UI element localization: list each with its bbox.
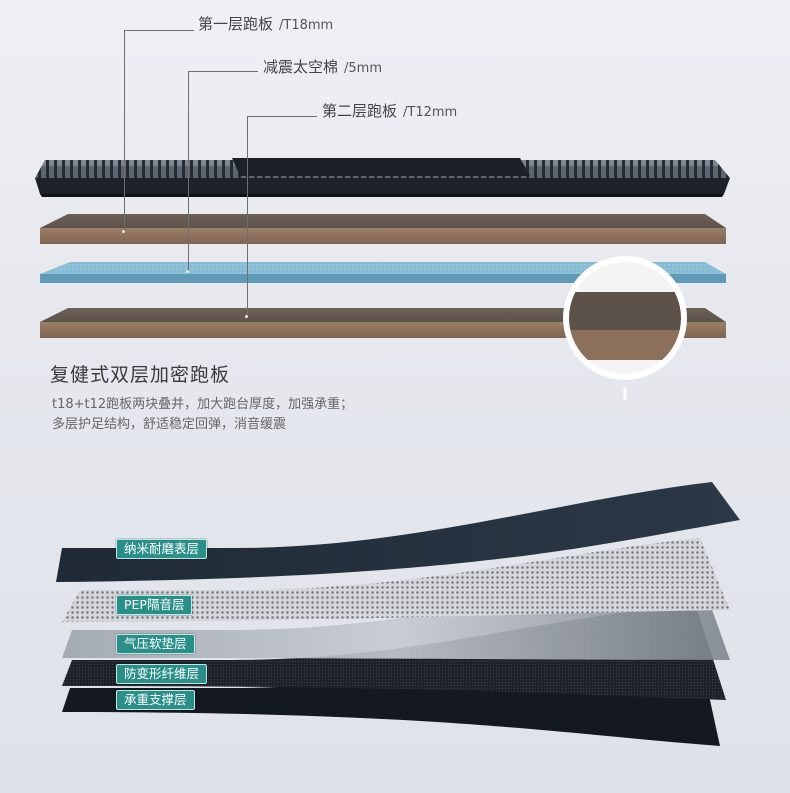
leader-line-1 — [124, 30, 194, 31]
callout-foam: 减震太空棉/5mm — [263, 56, 382, 77]
callout-spec: /T12mm — [403, 105, 458, 120]
leader-dot-1 — [122, 230, 125, 233]
tag-nano-wear-surface: 纳米耐磨表层 — [116, 539, 208, 559]
callout-name: 第一层跑板 — [198, 15, 274, 33]
callout-spec: /T18mm — [279, 18, 334, 33]
second-layer-board — [40, 308, 726, 338]
tag-air-cushion: 气压软垫层 — [116, 634, 195, 654]
shock-foam-layer — [40, 262, 726, 283]
leader-dot-2 — [186, 270, 189, 273]
belt-layers-view — [56, 482, 740, 746]
leader-line-1-v — [124, 30, 125, 232]
leader-line-3 — [247, 116, 317, 117]
leader-line-2-v — [188, 71, 189, 272]
layer-nano-wear-surface — [56, 482, 740, 582]
zoom-detail-circle — [563, 256, 687, 380]
leader-line-3-v — [247, 116, 248, 316]
callout-name: 减震太空棉 — [263, 58, 339, 76]
callout-second-board: 第二层跑板/T12mm — [322, 100, 457, 121]
leader-line-2 — [188, 71, 258, 72]
description-line-2: 多层护足结构，舒适稳定回弹，消音缓震 — [52, 417, 287, 432]
deck-exploded-view — [35, 158, 730, 380]
leader-dot-3 — [245, 315, 248, 318]
tag-anti-deform-fiber: 防变形纤维层 — [116, 664, 208, 684]
callout-name: 第二层跑板 — [322, 102, 398, 120]
tag-pep-sound-insulation: PEP隔音层 — [116, 595, 193, 615]
callout-first-board: 第一层跑板/T18mm — [198, 13, 333, 34]
callout-spec: /5mm — [344, 61, 382, 76]
tag-load-bearing: 承重支撑层 — [116, 690, 195, 710]
brown-board-1 — [40, 214, 726, 244]
description-title: 复健式双层加密跑板 — [50, 364, 231, 386]
layer-pep-mesh — [62, 538, 730, 622]
description-line-1: t18+t12跑板两块叠并，加大跑台厚度，加强承重； — [52, 397, 354, 412]
first-layer-board — [35, 158, 730, 197]
